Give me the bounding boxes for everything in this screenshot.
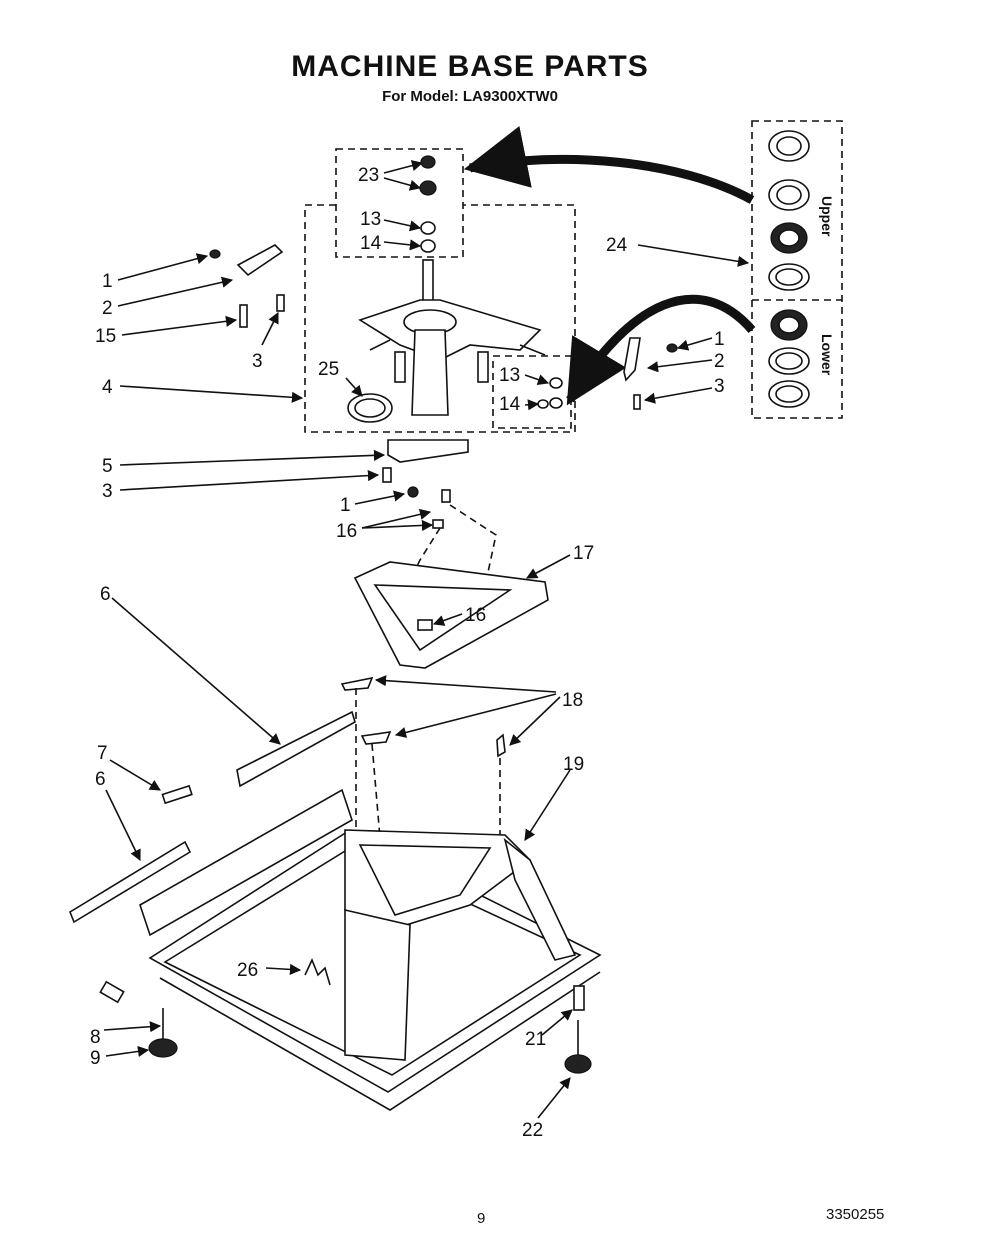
callout-24: 24 xyxy=(606,235,628,256)
lower-bearing-kit xyxy=(768,309,810,408)
base-frame xyxy=(139,788,602,1111)
bearing-kit-box xyxy=(751,120,843,419)
kit-arrow-lower xyxy=(566,294,756,406)
callout-5: 5 xyxy=(102,456,113,477)
callout-2-left: 2 xyxy=(102,298,113,319)
callout-21: 21 xyxy=(525,1029,546,1050)
callout-3-left: 3 xyxy=(252,351,263,372)
right-clip-parts xyxy=(623,337,678,410)
dashed-leader-18 xyxy=(355,688,501,839)
callout-13-right: 13 xyxy=(499,365,520,386)
callout-1-right: 1 xyxy=(714,329,725,350)
model-subtitle: For Model: LA9300XTW0 xyxy=(382,88,558,105)
callout-2-right: 2 xyxy=(714,351,725,372)
small-bearings xyxy=(537,377,563,409)
seal-ring xyxy=(347,393,393,423)
callout-6-top: 6 xyxy=(100,584,111,605)
bearing-stack xyxy=(419,155,437,253)
bracket-5 xyxy=(387,439,469,463)
transmission-assembly xyxy=(358,259,546,416)
wire-26 xyxy=(304,957,331,986)
upper-bearing-kit xyxy=(768,130,810,291)
leader-lines xyxy=(103,160,750,1119)
callout-9: 9 xyxy=(90,1048,101,1069)
diagram-title: MACHINE BASE PARTS xyxy=(291,50,649,83)
callout-16-plate: 16 xyxy=(465,605,486,626)
kit-label-upper: Upper xyxy=(819,196,835,237)
callout-16-top: 16 xyxy=(336,521,357,542)
callout-13-top: 13 xyxy=(360,209,381,230)
callout-6-left: 6 xyxy=(95,769,106,790)
callout-25: 25 xyxy=(318,359,339,380)
callout-1-mid: 1 xyxy=(340,495,351,516)
plate-17 xyxy=(353,561,549,669)
callout-19: 19 xyxy=(563,754,584,775)
kit-arrow-upper xyxy=(463,126,755,204)
clips-18 xyxy=(340,676,506,758)
document-number: 3350255 xyxy=(826,1206,885,1223)
callout-26: 26 xyxy=(237,960,258,981)
left-clip-parts xyxy=(209,244,285,328)
callout-22: 22 xyxy=(522,1120,543,1141)
page-number: 9 xyxy=(477,1210,486,1227)
callout-23: 23 xyxy=(358,165,379,186)
panel-6-top xyxy=(236,710,356,788)
callout-17: 17 xyxy=(573,543,594,564)
callout-8: 8 xyxy=(90,1027,101,1048)
callout-14-right: 14 xyxy=(499,394,521,415)
callout-14-top: 14 xyxy=(360,233,382,254)
panel-6-left xyxy=(69,840,192,924)
callout-15: 15 xyxy=(95,326,116,347)
bearing-group-box xyxy=(335,148,464,258)
callout-3-right: 3 xyxy=(714,376,725,397)
part-7 xyxy=(161,784,193,805)
transmission-group-box xyxy=(304,204,576,433)
callout-7: 7 xyxy=(97,743,108,764)
kit-label-lower: Lower xyxy=(819,334,835,376)
feet xyxy=(99,980,592,1074)
callout-4: 4 xyxy=(102,377,113,398)
callout-18: 18 xyxy=(562,690,583,711)
callout-3-mid: 3 xyxy=(102,481,113,502)
fasteners-center xyxy=(382,467,451,529)
callout-1-left: 1 xyxy=(102,271,113,292)
